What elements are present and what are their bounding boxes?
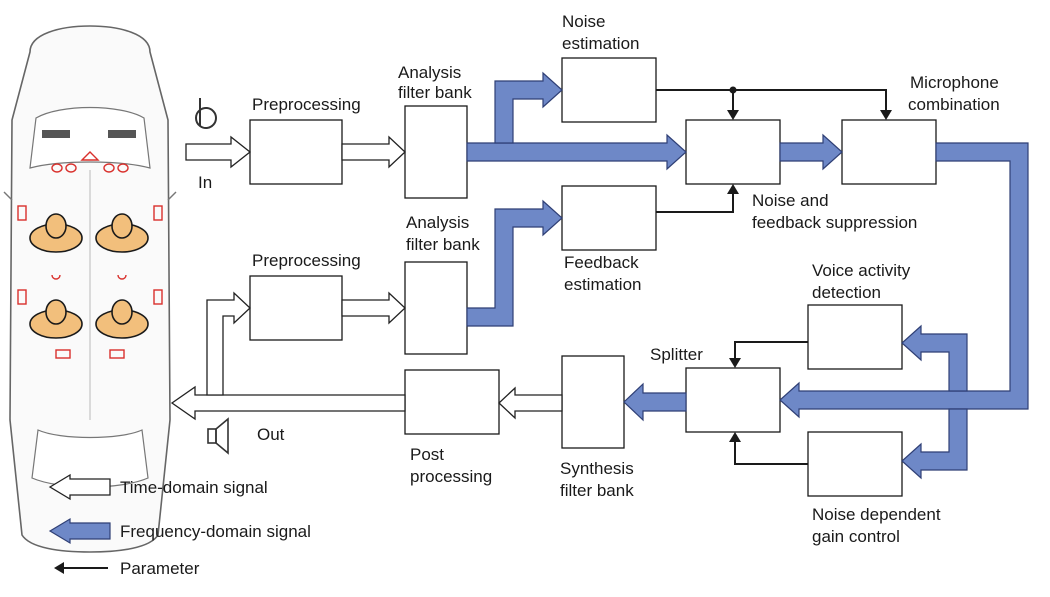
freq-arrow-to-noise-estimation [494, 71, 563, 144]
time-arrow-feedback-loop [206, 291, 251, 396]
label-mic-combination-1: Microphone [910, 73, 999, 92]
legend-frequency-arrow [48, 517, 111, 545]
freq-arrow-splitter-to-synthesis [623, 382, 687, 422]
time-arrow-in [185, 135, 252, 169]
post-processing-block [404, 369, 500, 435]
freq-arrow-to-mic-combination [779, 133, 843, 171]
noise-estimation-block [561, 57, 657, 123]
label-vad-1: Voice activity [812, 261, 911, 280]
label-mic-combination-2: combination [908, 95, 1000, 114]
label-feedback-estimation-1: Feedback [564, 253, 639, 272]
label-vad-2: detection [812, 283, 881, 302]
time-arrow-pre-to-analysis-top [341, 135, 406, 169]
label-analysis-bottom-2: filter bank [406, 235, 480, 254]
label-nfs-1: Noise and [752, 191, 829, 210]
microphone-icon [195, 98, 217, 129]
preprocessing-top-block [249, 119, 343, 185]
car-top-view-icon [3, 25, 177, 553]
freq-arrow-bottom-analysis [466, 199, 563, 327]
label-out: Out [257, 425, 285, 444]
feedback-estimation-block [561, 185, 657, 251]
label-noise-estimation-1: Noise [562, 12, 605, 31]
legend-frequency-label: Frequency-domain signal [120, 522, 311, 541]
microphone-combination-block [841, 119, 937, 185]
label-synthesis-1: Synthesis [560, 459, 634, 478]
label-analysis-top-2: filter bank [398, 83, 472, 102]
noise-feedback-suppression-block [685, 119, 781, 185]
label-ndgc-1: Noise dependent [812, 505, 941, 524]
analysis-filter-bank-bottom-block [404, 261, 468, 355]
label-in: In [198, 173, 212, 192]
label-analysis-top-1: Analysis [398, 63, 461, 82]
voice-activity-detection-block [807, 304, 903, 370]
label-preprocessing-bottom: Preprocessing [252, 251, 361, 270]
legend-parameter-label: Parameter [120, 559, 200, 578]
legend-parameter-arrow [54, 562, 108, 574]
preprocessing-bottom-block [249, 275, 343, 341]
noise-dependent-gain-control-block [807, 431, 903, 497]
label-analysis-bottom-1: Analysis [406, 213, 469, 232]
label-splitter: Splitter [650, 345, 703, 364]
label-ndgc-2: gain control [812, 527, 900, 546]
freq-arrow-to-ndgc [901, 408, 968, 480]
label-nfs-2: feedback suppression [752, 213, 917, 232]
legend-time-label: Time-domain signal [120, 478, 268, 497]
label-post-processing-2: processing [410, 467, 492, 486]
time-arrow-pre-to-analysis-bottom [341, 291, 406, 325]
splitter-block [685, 367, 781, 433]
freq-arrow-top-main [466, 133, 687, 171]
label-noise-estimation-2: estimation [562, 34, 639, 53]
label-synthesis-2: filter bank [560, 481, 634, 500]
label-feedback-estimation-2: estimation [564, 275, 641, 294]
parameter-arrows [656, 86, 892, 465]
legend-time-arrow [48, 473, 111, 501]
freq-arrow-to-vad [901, 324, 968, 392]
analysis-filter-bank-top-block [404, 105, 468, 199]
freq-arrow-mic-to-splitter [779, 142, 1029, 419]
label-post-processing-1: Post [410, 445, 444, 464]
time-arrow-synthesis-to-post [498, 386, 563, 420]
loudspeaker-icon [207, 417, 229, 455]
synthesis-filter-bank-block [561, 355, 625, 449]
label-preprocessing-top: Preprocessing [252, 95, 361, 114]
time-arrow-out [170, 385, 406, 421]
